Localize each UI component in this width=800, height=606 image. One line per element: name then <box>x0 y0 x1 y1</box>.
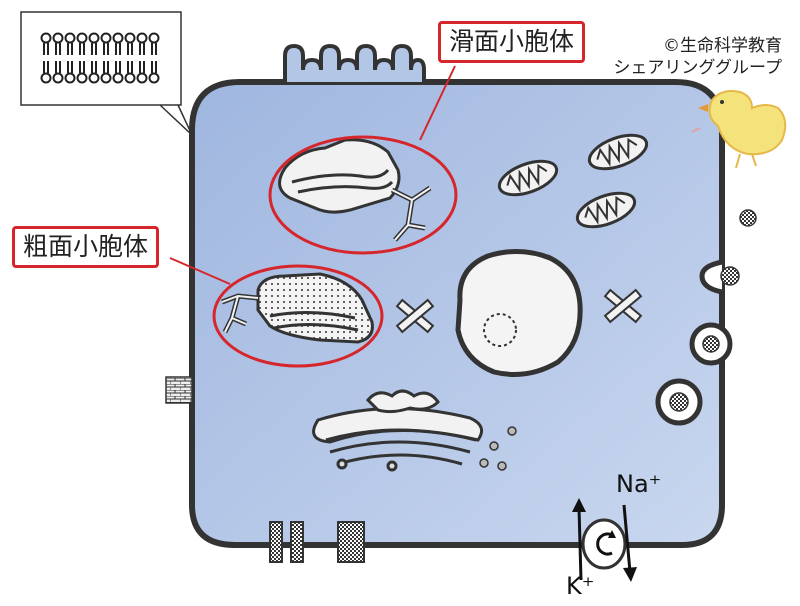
membrane-channels <box>269 521 365 563</box>
nucleus <box>455 248 583 377</box>
smooth-er-organelle <box>278 138 432 242</box>
rough-er-organelle <box>221 272 374 344</box>
chick-mascot-icon <box>691 90 787 169</box>
golgi-apparatus <box>312 389 484 472</box>
desmosome <box>165 376 193 404</box>
rough-er-highlight-circle <box>212 264 384 368</box>
phospholipid-bilayer-icon <box>40 32 160 84</box>
sodium-ion-label: Na⁺ <box>616 470 662 498</box>
smooth-er-label: 滑面小胞体 <box>438 21 586 63</box>
endocytic-vesicles <box>655 209 757 426</box>
rough-er-leader-line <box>169 257 231 285</box>
nucleolus <box>483 313 517 347</box>
mitochondria <box>497 133 649 229</box>
centriole-left <box>395 298 435 334</box>
potassium-ion-label: K⁺ <box>566 572 595 600</box>
bilayer-callout <box>20 11 193 136</box>
smooth-er-leader-line <box>419 65 456 141</box>
smooth-er-highlight-circle <box>268 135 458 255</box>
microvilli <box>283 43 426 82</box>
sodium-potassium-pump <box>572 498 637 582</box>
copyright-line-2: シェアリンググループ <box>613 58 782 78</box>
vesicles <box>479 426 517 471</box>
rough-er-label: 粗面小胞体 <box>12 226 160 268</box>
centriole-right <box>603 288 643 324</box>
copyright-line-1: ©生命科学教育 <box>663 36 782 56</box>
